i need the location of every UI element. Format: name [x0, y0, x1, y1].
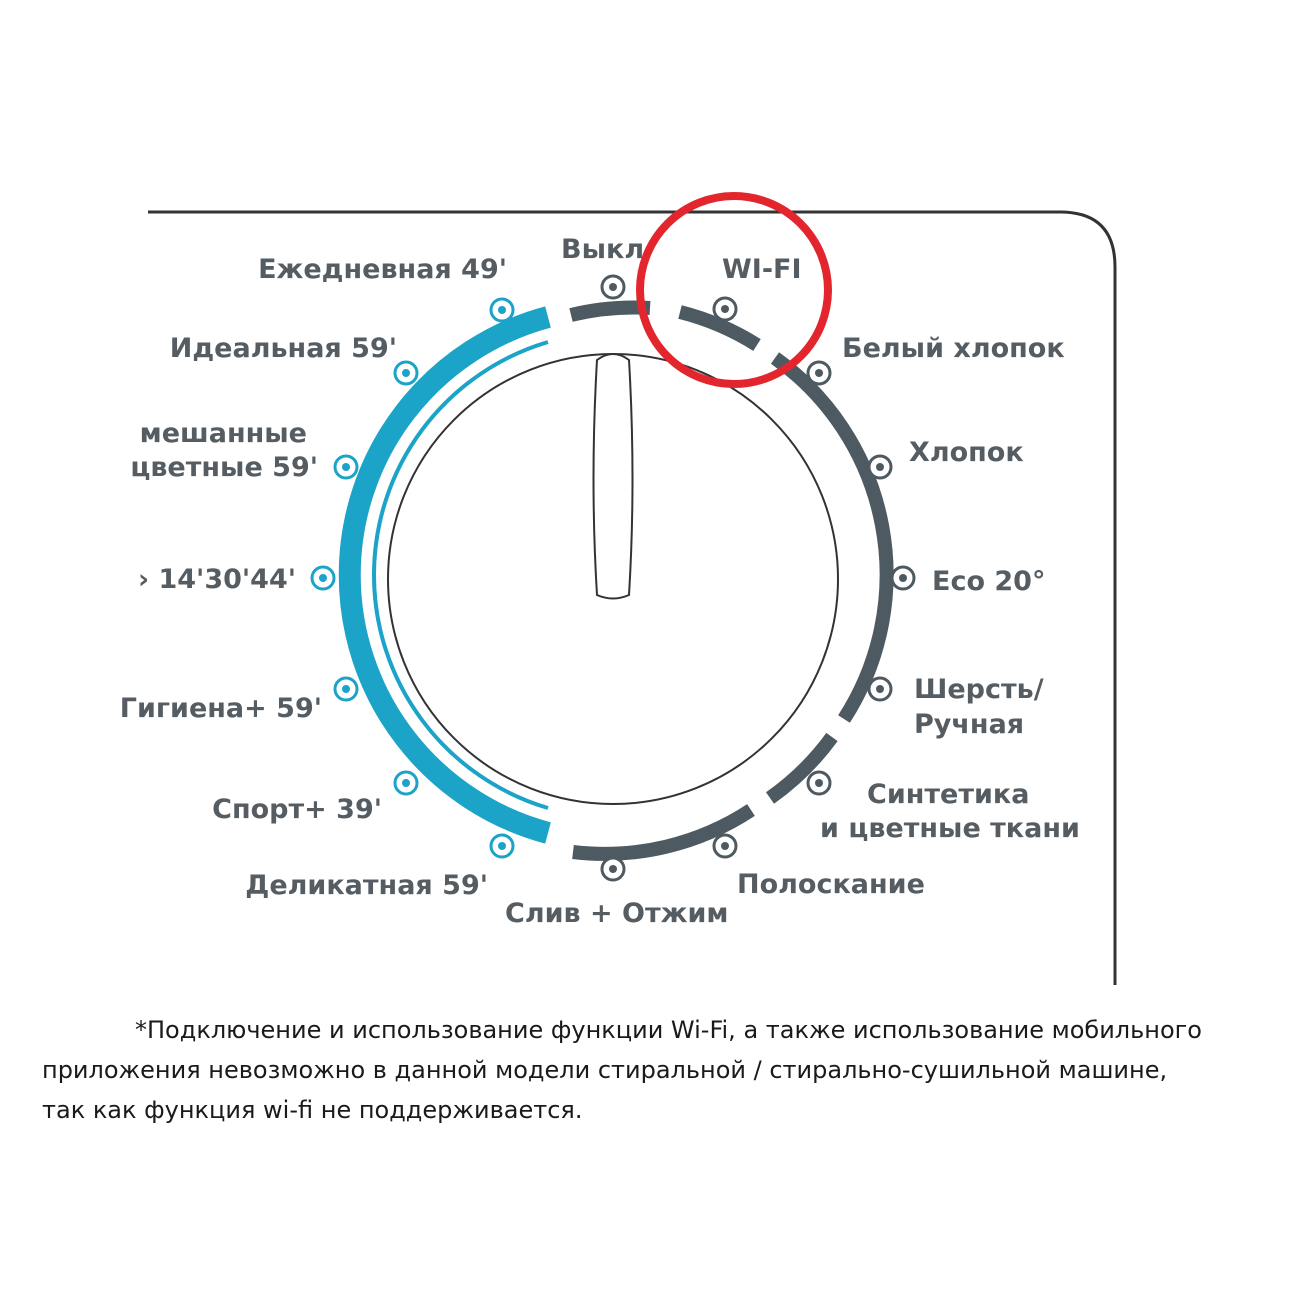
label-sherst-line1: Шерсть/: [914, 674, 1044, 705]
wifi-footnote: *Подключение и использование функции Wi-…: [42, 1010, 1272, 1130]
left-program-arc-inner-line: [371, 340, 549, 810]
bottom-arc-segment: [572, 804, 755, 861]
label-sliv-otzhim: Слив + Отжим: [505, 898, 728, 929]
wifi-highlight-circle: [636, 192, 832, 388]
label-smeshannye-line1: мешанные: [140, 418, 307, 449]
right-program-arc: [770, 352, 894, 723]
label-sintetika-line1: Синтетика: [867, 779, 1029, 810]
left-program-arc: [338, 306, 551, 844]
panel-outline: [148, 210, 1117, 985]
label-smeshannye-line2: цветные 59': [130, 452, 318, 483]
label-delikatnaya: Деликатная 59': [245, 870, 488, 901]
lower-right-arc-segment: [765, 732, 838, 804]
footnote-line-1: *Подключение и использование функции Wi-…: [42, 1010, 1272, 1050]
label-bystraya: › 14'30'44': [138, 564, 296, 595]
right-position-dot-centers: [609, 283, 907, 873]
knob-pointer: [592, 353, 634, 600]
label-idealnaya: Идеальная 59': [170, 333, 397, 364]
wifi-arc-segment: [678, 305, 761, 351]
label-sintetika-line2: и цветные ткани: [820, 813, 1080, 844]
label-sport: Спорт+ 39': [212, 794, 382, 825]
label-ezhednevnaya: Ежедневная 49': [258, 254, 507, 285]
label-gigiena: Гигиена+ 59': [120, 693, 322, 724]
left-position-dot-centers: [319, 306, 506, 850]
footnote-line-1-text: *Подключение и использование функции Wi-…: [135, 1016, 1202, 1044]
footnote-line-2: приложения невозможно в данной модели ст…: [42, 1056, 1168, 1084]
label-belyy-khlopok: Белый хлопок: [842, 333, 1065, 364]
label-vykl: Выкл: [561, 234, 644, 265]
label-poloskanie: Полоскание: [737, 869, 925, 900]
footnote-line-3: так как функция wi-fi не поддерживается.: [42, 1096, 583, 1124]
label-wifi: WI-FI: [722, 254, 802, 285]
label-sherst-line2: Ручная: [914, 709, 1024, 740]
label-khlopok: Хлопок: [909, 437, 1024, 468]
label-eco: Eco 20°: [932, 566, 1045, 597]
